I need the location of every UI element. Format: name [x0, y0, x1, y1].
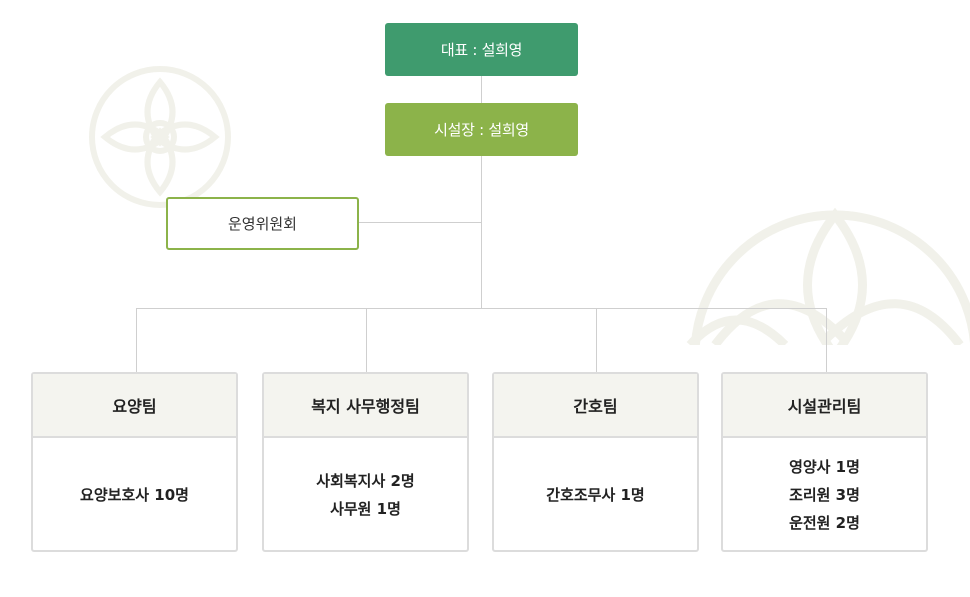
committee-box: 운영위원회: [166, 197, 359, 250]
team-nursing-members: 간호조무사 1명: [494, 438, 697, 552]
team-welfare-admin-name: 복지 사무행정팀: [264, 374, 467, 438]
connector-team-1: [136, 308, 137, 372]
connector-team-bus: [136, 308, 826, 309]
connector-ceo-director: [481, 76, 482, 103]
team-facility-members: 영양사 1명 조리원 3명 운전원 2명: [723, 438, 926, 552]
team-welfare-admin-members: 사회복지사 2명 사무원 1명: [264, 438, 467, 552]
team-member: 요양보호사 10명: [80, 486, 189, 504]
connector-team-2: [366, 308, 367, 372]
connector-team-3: [596, 308, 597, 372]
ceo-label: 대표 : 설희영: [440, 41, 523, 59]
team-facility-name: 시설관리팀: [723, 374, 926, 438]
team-care: 요양팀 요양보호사 10명: [31, 372, 238, 552]
team-member: 사회복지사 2명: [316, 472, 415, 490]
connector-team-4: [826, 308, 827, 372]
director-box: 시설장 : 설희영: [385, 103, 578, 156]
team-nursing-name: 간호팀: [494, 374, 697, 438]
director-label: 시설장 : 설희영: [434, 121, 529, 139]
team-welfare-admin: 복지 사무행정팀 사회복지사 2명 사무원 1명: [262, 372, 469, 552]
team-care-name: 요양팀: [33, 374, 236, 438]
team-member: 조리원 3명: [789, 486, 860, 504]
team-member: 운전원 2명: [789, 514, 860, 532]
lotus-watermark-left: [89, 66, 231, 208]
team-facility: 시설관리팀 영양사 1명 조리원 3명 운전원 2명: [721, 372, 928, 552]
connector-committee: [357, 222, 481, 223]
ceo-box: 대표 : 설희영: [385, 23, 578, 76]
connector-director-trunk: [481, 156, 482, 308]
team-nursing: 간호팀 간호조무사 1명: [492, 372, 699, 552]
team-care-members: 요양보호사 10명: [33, 438, 236, 552]
committee-label: 운영위원회: [227, 215, 297, 233]
team-member: 영양사 1명: [789, 458, 860, 476]
team-member: 간호조무사 1명: [546, 486, 645, 504]
lotus-watermark-right: [686, 207, 970, 345]
team-member: 사무원 1명: [330, 500, 401, 518]
